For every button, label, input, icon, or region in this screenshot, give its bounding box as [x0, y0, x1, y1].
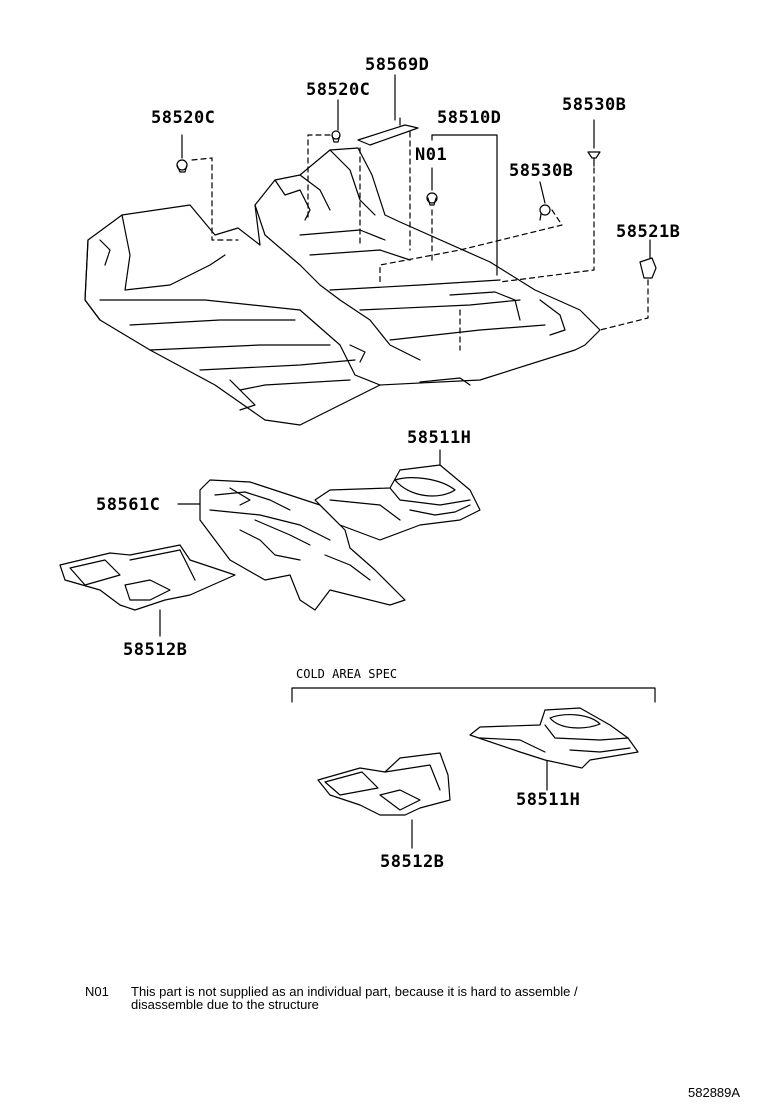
- label-58511h-cold: 58511H: [516, 790, 581, 810]
- pad-58511h-cold: [469, 707, 639, 769]
- screw-58530b-top: [587, 151, 601, 167]
- pad-58511h: [314, 464, 481, 541]
- note-line-1: This part is not supplied as an individu…: [131, 984, 578, 999]
- clip-58520c-left: [176, 159, 188, 173]
- label-58521b: 58521B: [616, 222, 681, 242]
- pad-58512b-cold: [317, 752, 451, 816]
- floor-carpet-58510d: [84, 147, 601, 426]
- label-58512b-cold: 58512B: [380, 852, 445, 872]
- label-58569d: 58569D: [365, 55, 430, 75]
- bracket-58569d: [357, 117, 419, 146]
- label-58520c-top: 58520C: [306, 80, 371, 100]
- label-58530b-mid: 58530B: [509, 161, 574, 181]
- clip-58521b: [639, 257, 657, 279]
- cold-area-spec-label: COLD AREA SPEC: [296, 667, 398, 681]
- label-58520c-left: 58520C: [151, 108, 216, 128]
- clip-n01: [426, 192, 438, 206]
- label-58561c: 58561C: [96, 495, 161, 515]
- screw-58530b-mid: [539, 204, 551, 221]
- label-58511h: 58511H: [407, 428, 472, 448]
- label-58510d: 58510D: [437, 108, 502, 128]
- note-code: N01: [85, 984, 109, 999]
- reference-number: 582889A: [688, 1085, 741, 1100]
- note-line-2: disassemble due to the structure: [131, 997, 319, 1012]
- label-58530b-top: 58530B: [562, 95, 627, 115]
- pad-58512b: [59, 544, 236, 611]
- pad-58561c: [199, 479, 406, 611]
- clip-58520c-top: [331, 130, 341, 143]
- label-58512b: 58512B: [123, 640, 188, 660]
- cold-area-bracket: [291, 687, 656, 703]
- label-n01: N01: [415, 145, 448, 165]
